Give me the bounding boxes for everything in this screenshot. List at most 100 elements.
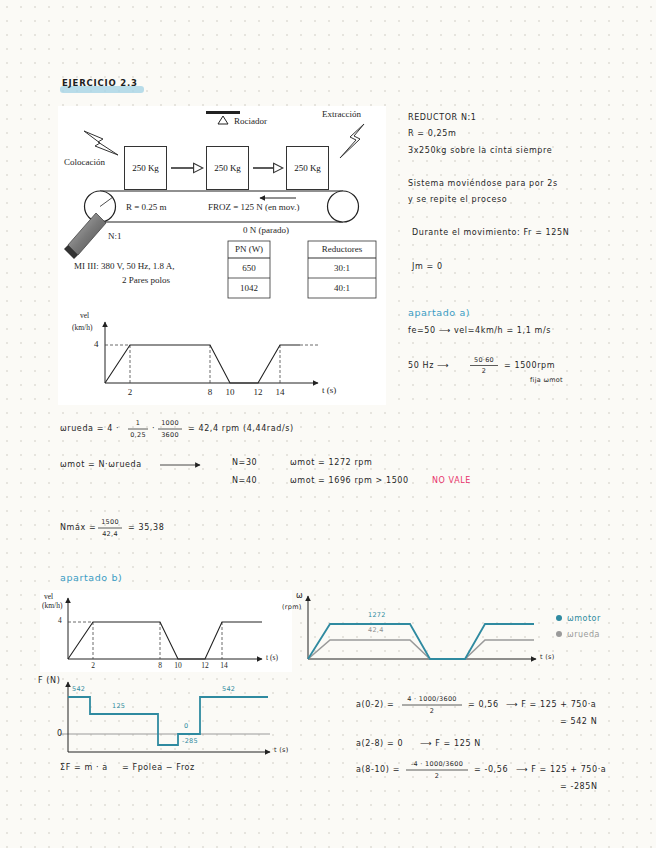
guide-line bbox=[68, 622, 222, 659]
note-text: ωmot = 1272 rpm bbox=[290, 459, 372, 467]
section-heading: apartado a) bbox=[408, 308, 470, 318]
fraction-bar bbox=[98, 528, 122, 529]
velocity-curve bbox=[105, 345, 300, 383]
box-label: 250 Kg bbox=[214, 164, 241, 173]
figure-label: R = 0.25 m bbox=[126, 203, 167, 212]
figure-label: FROZ = 125 N (en mov.) bbox=[208, 203, 300, 212]
pulley bbox=[328, 191, 359, 222]
note-text: ⟶ F = 125 + 750·a bbox=[516, 766, 606, 774]
note-text: ⟶ F = 125 + 750·a bbox=[506, 701, 596, 709]
figure-label: 40:1 bbox=[334, 284, 350, 293]
note-text: 0 bbox=[57, 730, 63, 738]
note-text: N=40 bbox=[232, 477, 257, 485]
note-text: = Fpolea − Froz bbox=[122, 764, 195, 772]
note-text: = -0,56 bbox=[474, 766, 508, 774]
load-box: 250 Kg bbox=[124, 146, 167, 190]
note-text: = 542 N bbox=[560, 718, 597, 726]
figure-label: 4 bbox=[94, 340, 99, 349]
axis bbox=[308, 659, 536, 660]
figure-label: MI III: 380 V, 50 Hz, 1.8 A, bbox=[74, 262, 174, 271]
note-text: = 1500rpm bbox=[504, 362, 555, 370]
note-text: ⟶ F = 125 N bbox=[420, 740, 481, 748]
small-note: 42,4 bbox=[368, 627, 384, 634]
note-text: 50 Hz ⟶ bbox=[408, 362, 449, 370]
legend-swatch bbox=[556, 615, 562, 621]
figure-label: t (s) bbox=[322, 386, 336, 395]
axis-label: 12 bbox=[201, 662, 209, 670]
figure-label: Colocación bbox=[64, 158, 105, 167]
note-text: y se repite el proceso bbox=[408, 196, 507, 204]
figure-label: PN (W) bbox=[235, 245, 263, 254]
belt-line bbox=[100, 190, 343, 191]
lightning-symbol bbox=[84, 131, 118, 155]
figure-label: Extracción bbox=[322, 110, 361, 119]
small-note: 42,4 bbox=[102, 531, 118, 538]
note-text: R = 0,25m bbox=[408, 130, 456, 138]
figure-label: N:1 bbox=[108, 232, 122, 241]
note-text: a(0-2) = bbox=[356, 701, 394, 709]
note-text: = 42,4 rpm (4,44rad/s) bbox=[188, 425, 294, 433]
note-text: F (N) bbox=[38, 677, 60, 685]
page-title: EJERCICIO 2.3 bbox=[62, 79, 138, 88]
figure-label: 12 bbox=[254, 388, 263, 397]
small-note: (rpm) bbox=[282, 604, 302, 611]
small-note: fija ωmot bbox=[530, 377, 563, 384]
small-note: 2 bbox=[435, 773, 439, 780]
table-rule bbox=[308, 278, 376, 279]
fraction-bar bbox=[158, 429, 182, 430]
small-note: t (s) bbox=[274, 747, 289, 754]
figure-label: 650 bbox=[242, 264, 256, 273]
note-text: N=30 bbox=[232, 459, 257, 467]
note-text: ω bbox=[296, 592, 303, 600]
flow-arrow bbox=[253, 167, 282, 169]
small-note: 50·60 bbox=[474, 357, 494, 364]
axis bbox=[68, 682, 69, 752]
figure-panel bbox=[40, 590, 292, 672]
lightning-symbol bbox=[340, 124, 364, 158]
axis bbox=[68, 752, 270, 753]
small-note: 125 bbox=[112, 703, 125, 710]
force-curve bbox=[68, 697, 268, 745]
legend-row: ωmotor bbox=[556, 610, 601, 626]
axis bbox=[68, 659, 262, 660]
note-text: ωmot = N·ωrueda bbox=[60, 461, 142, 469]
small-note: t (s) bbox=[540, 654, 555, 661]
figure-label: 1042 bbox=[240, 284, 258, 293]
note-text: · bbox=[152, 425, 155, 433]
friction-arrow bbox=[260, 198, 296, 199]
fraction-bar bbox=[402, 705, 462, 706]
figure-label: 2 bbox=[128, 388, 133, 397]
small-note: 0 bbox=[184, 723, 188, 730]
figure-label: 14 bbox=[276, 388, 285, 397]
note-text: REDUCTOR N:1 bbox=[408, 114, 476, 122]
note-text: ΣF = m · a bbox=[60, 764, 108, 772]
axis-label: 4 bbox=[58, 617, 62, 625]
small-note: 542 bbox=[72, 686, 85, 693]
legend-swatch bbox=[556, 631, 562, 637]
small-note: 1272 bbox=[368, 612, 386, 619]
fraction-bar bbox=[470, 365, 498, 366]
axis-label: (km/h) bbox=[42, 602, 62, 610]
small-note: 2 bbox=[430, 708, 434, 715]
axis-label: 14 bbox=[220, 662, 228, 670]
fraction-bar bbox=[128, 429, 148, 430]
box-label: 250 Kg bbox=[294, 164, 321, 173]
table-rule bbox=[228, 278, 270, 279]
axis bbox=[105, 383, 318, 384]
table-rule bbox=[228, 257, 270, 258]
legend-text: ωrueda bbox=[567, 630, 600, 639]
small-note: 4 · 1000/3600 bbox=[407, 696, 457, 703]
figure-label: 0 N (parado) bbox=[243, 226, 289, 235]
axis bbox=[308, 596, 309, 659]
note-text: ωmot = 1696 rpm > 1500 bbox=[290, 477, 409, 485]
legend-row: ωrueda bbox=[556, 626, 601, 642]
load-box: 250 Kg bbox=[206, 146, 249, 190]
small-note: 0,25 bbox=[130, 432, 146, 439]
figure-label: 10 bbox=[226, 388, 235, 397]
note-text: Nmáx = bbox=[60, 524, 96, 532]
note-text: Jm = 0 bbox=[412, 263, 443, 271]
